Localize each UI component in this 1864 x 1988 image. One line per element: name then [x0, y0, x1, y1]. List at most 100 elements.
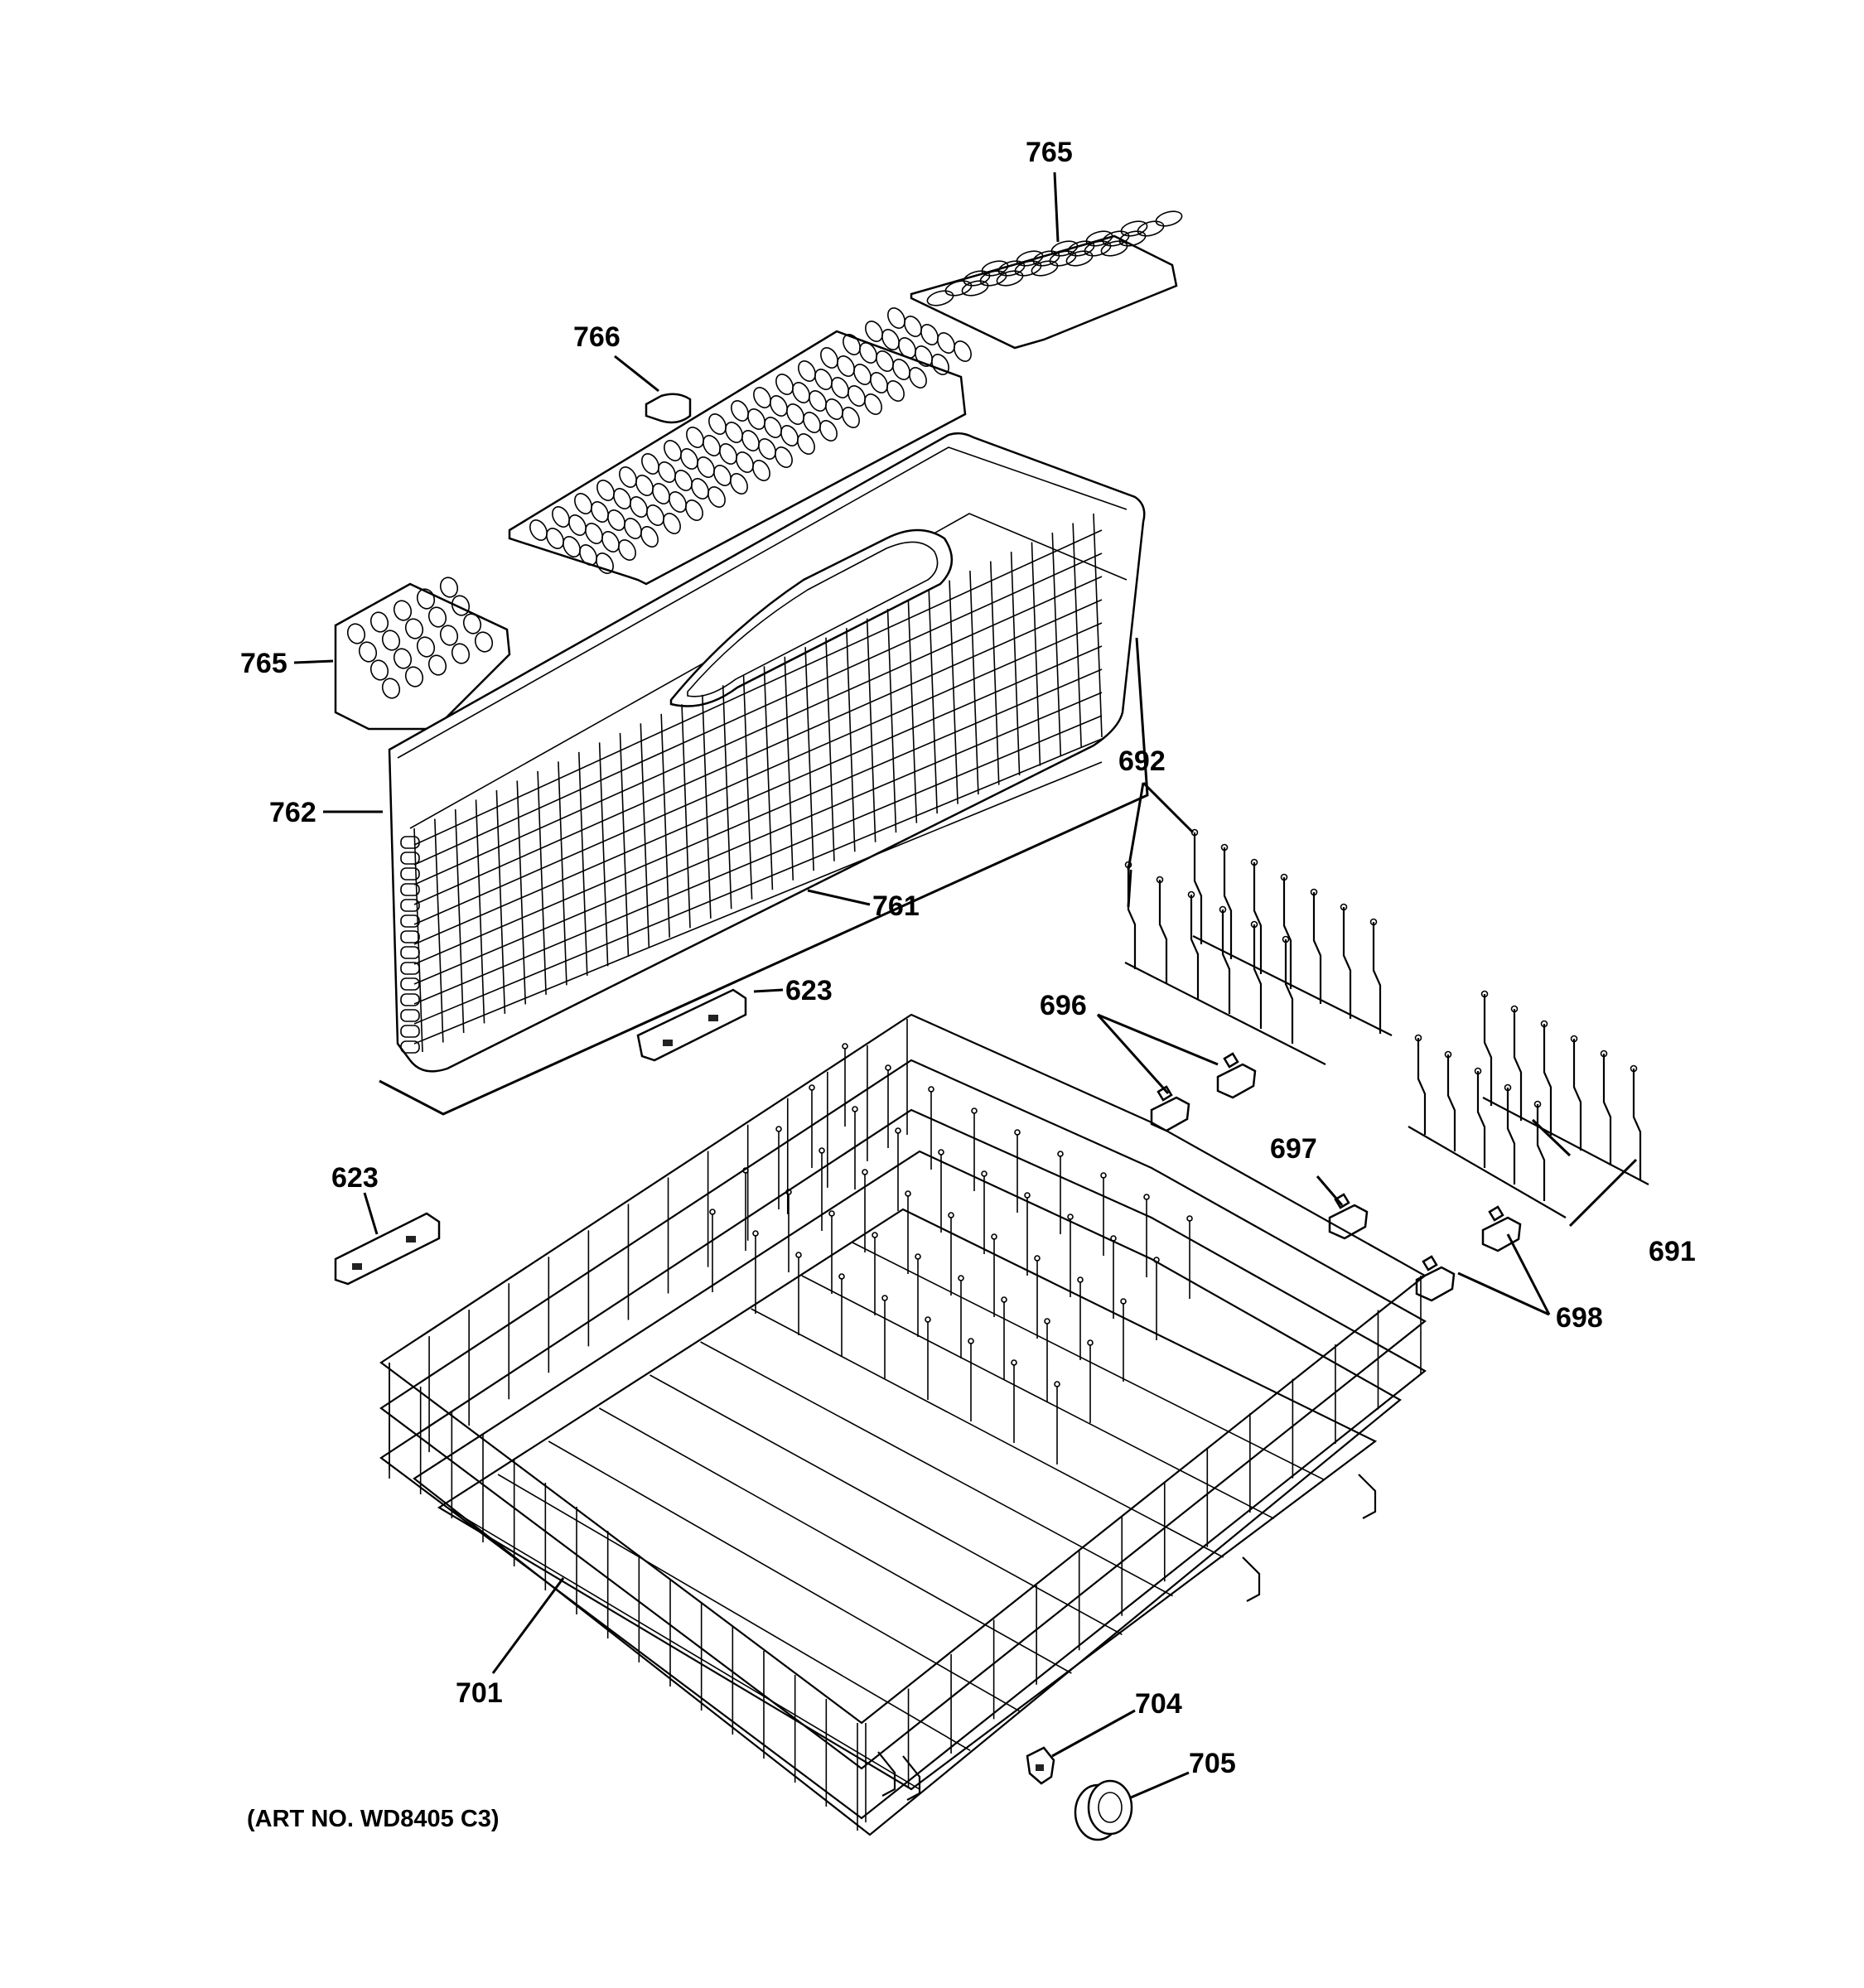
rack-wire [548, 1440, 1021, 1713]
callout-766[interactable]: 766 [573, 321, 621, 353]
cover-slot [404, 666, 424, 688]
cover-slot [831, 377, 849, 398]
tine-clip-696-a[interactable] [1150, 1085, 1190, 1132]
basket-wire [804, 647, 814, 871]
cover-slot [997, 260, 1026, 277]
basket-cell [400, 867, 420, 881]
lower-rack-701[interactable] [379, 1013, 1427, 1836]
cover-slot [1137, 220, 1165, 237]
clip-623-lower[interactable] [334, 1212, 441, 1286]
cover-slot [753, 387, 771, 408]
basket-wire [434, 818, 444, 1043]
cover-slot [1016, 250, 1044, 267]
tine-row-692[interactable] [1124, 828, 1393, 1065]
cover-slot [451, 595, 471, 616]
tine-tip [1533, 1100, 1542, 1108]
cover-slot [1050, 240, 1079, 257]
cover-slot [579, 544, 597, 566]
callout-696[interactable]: 696 [1040, 990, 1087, 1021]
silverware-basket-761[interactable] [388, 432, 1146, 1073]
cover-slot [730, 473, 748, 495]
callout-765-top[interactable]: 765 [1026, 137, 1073, 168]
callout-623-upper[interactable]: 623 [785, 975, 833, 1006]
basket-bracket [379, 637, 1149, 1116]
utensil-cover-765-top[interactable] [910, 209, 1184, 350]
tine-tip [1187, 890, 1195, 899]
cover-slot [843, 334, 861, 355]
rack-tine-tip [905, 1190, 911, 1197]
callout-761[interactable]: 761 [872, 890, 920, 922]
tine [1158, 880, 1168, 984]
basket-wire [413, 599, 1103, 905]
rack-tine-tip [885, 1064, 891, 1071]
cover-slot [926, 290, 954, 306]
basket-wire [413, 645, 1103, 945]
tine-clip-697[interactable] [1328, 1193, 1369, 1240]
cover-slot [697, 456, 715, 478]
tine [1193, 832, 1203, 944]
rack-tine-tip [775, 1126, 782, 1132]
clip-623-upper[interactable] [636, 988, 747, 1062]
tine [1342, 907, 1352, 1019]
roller-wheel-705[interactable] [1074, 1779, 1133, 1841]
cover-slot [404, 618, 424, 639]
basket-wire [886, 609, 897, 833]
tine-clip-696-b[interactable] [1216, 1052, 1257, 1099]
callout-691[interactable]: 691 [1649, 1236, 1696, 1267]
cover-slot [686, 427, 704, 448]
cover-slot [792, 382, 810, 403]
tine-clip-698-b[interactable] [1481, 1205, 1522, 1252]
callout-692[interactable]: 692 [1118, 746, 1166, 777]
cover-slot [1155, 210, 1183, 227]
rack-tine-tip [991, 1233, 997, 1240]
callout-701[interactable]: 701 [456, 1677, 503, 1709]
cover-slot [369, 611, 389, 633]
cover-slot [596, 480, 615, 501]
basket-cell [400, 1009, 420, 1022]
cover-slot [641, 453, 659, 475]
rack-tine-tip [1143, 1194, 1150, 1200]
tine [1282, 877, 1292, 989]
rack-tine-tip [1054, 1381, 1060, 1387]
cover-slot [731, 400, 749, 422]
callout-704[interactable]: 704 [1135, 1688, 1182, 1720]
basket-cell [400, 962, 420, 975]
cover-slot [837, 355, 855, 377]
callout-623-lower[interactable]: 623 [331, 1162, 379, 1194]
callout-697[interactable]: 697 [1270, 1133, 1317, 1165]
utensil-cover-766[interactable] [508, 305, 974, 586]
rack-wire [751, 1308, 1224, 1558]
basket-wire [413, 715, 1103, 1005]
callout-705[interactable]: 705 [1189, 1748, 1236, 1779]
cover-slot [736, 451, 754, 473]
basket-wire [413, 529, 1103, 846]
cover-slot [881, 329, 900, 350]
rack-wire [902, 1209, 1376, 1442]
utensil-cover-765-left[interactable] [334, 575, 511, 731]
rack-tine-tip [1100, 1172, 1107, 1179]
cover-slot [416, 636, 436, 658]
cover-slot [393, 648, 413, 669]
cover-slot [870, 372, 888, 393]
cover-slot [909, 367, 927, 388]
cover-slot [703, 435, 721, 456]
callout-762[interactable]: 762 [269, 797, 316, 828]
basket-cell [400, 1025, 420, 1038]
tine-tip [1219, 905, 1227, 914]
callout-765-left[interactable]: 765 [240, 648, 287, 679]
cover-slot [427, 606, 447, 628]
cover-slot [1014, 260, 1042, 277]
basket-wire [763, 666, 774, 890]
cover-slot [931, 354, 949, 375]
rack-tine-tip [1044, 1318, 1050, 1325]
rack-wire [650, 1374, 1123, 1636]
cover-slot [1118, 230, 1147, 247]
cover-slot [954, 340, 972, 362]
wheel-axle-704[interactable] [1026, 1746, 1055, 1785]
callout-698[interactable]: 698 [1556, 1302, 1603, 1334]
cover-slot [887, 307, 905, 329]
basket-wire [969, 571, 979, 795]
cover-slot [892, 359, 910, 380]
rack-tine-tip [1034, 1255, 1041, 1262]
cover-slot [568, 514, 587, 536]
